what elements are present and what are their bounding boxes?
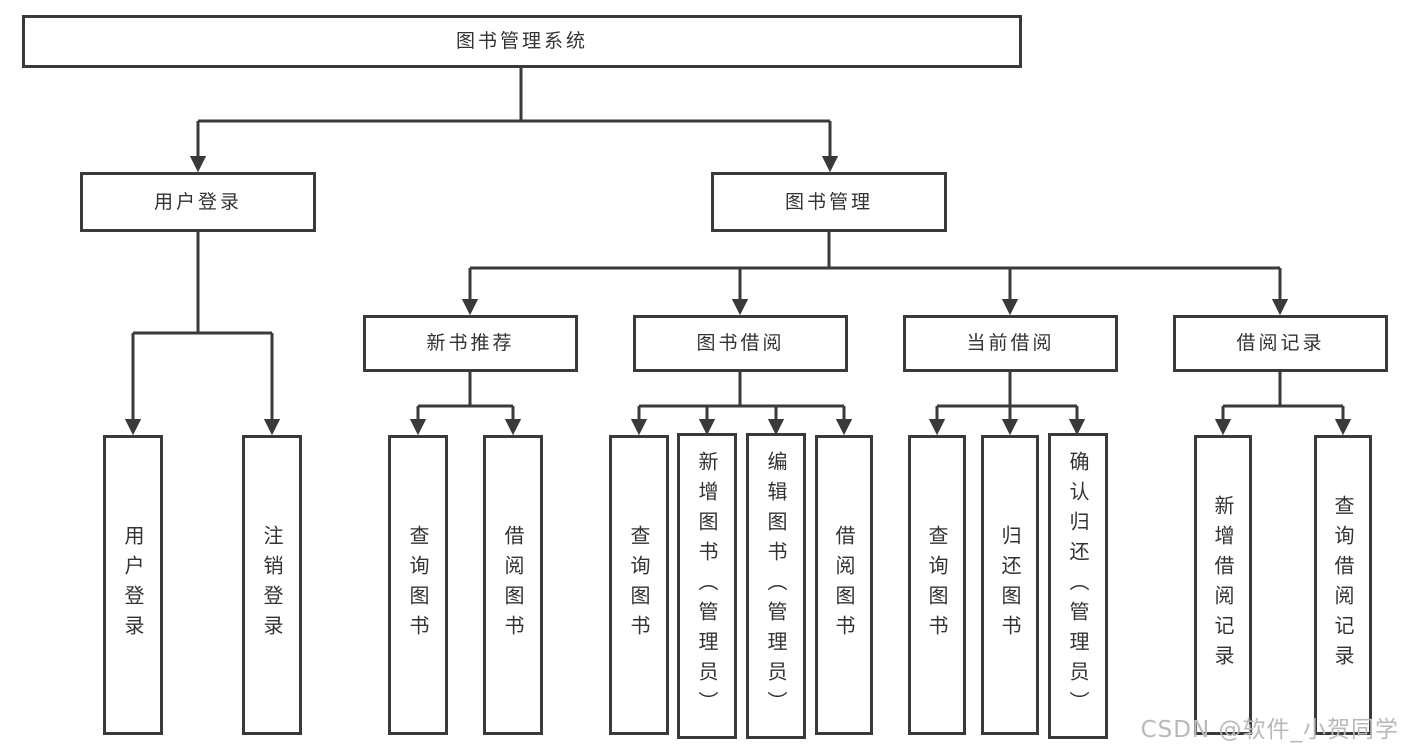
leaf-recommend-search-book: 查询图书 — [388, 435, 448, 735]
node-book-borrow: 图书借阅 — [633, 315, 848, 372]
leaf-borrow-book: 借阅图书 — [815, 435, 873, 735]
csdn-watermark: CSDN @软件_小贺同学 — [1140, 717, 1399, 743]
leaf-logout: 注销登录 — [242, 435, 302, 735]
leaf-return-book: 归还图书 — [981, 435, 1039, 735]
node-borrow-records: 借阅记录 — [1173, 315, 1388, 372]
node-current-borrow: 当前借阅 — [903, 315, 1118, 372]
leaf-recommend-borrow-book: 借阅图书 — [483, 435, 543, 735]
leaf-edit-book-admin: 编辑图书（管理员） — [746, 433, 806, 739]
node-user-login: 用户登录 — [80, 172, 316, 232]
leaf-user-login: 用户登录 — [103, 435, 163, 735]
leaf-confirm-return-admin: 确认归还（管理员） — [1048, 433, 1108, 739]
leaf-add-borrow-record: 新增借阅记录 — [1194, 435, 1252, 735]
leaf-query-borrow-record: 查询借阅记录 — [1314, 435, 1372, 735]
leaf-add-book-admin: 新增图书（管理员） — [677, 433, 737, 739]
leaf-current-search-book: 查询图书 — [908, 435, 966, 735]
node-book-management: 图书管理 — [711, 172, 947, 232]
leaf-borrow-search-book: 查询图书 — [609, 435, 669, 735]
node-root-library-system: 图书管理系统 — [22, 15, 1022, 68]
node-new-book-recommend: 新书推荐 — [363, 315, 578, 372]
